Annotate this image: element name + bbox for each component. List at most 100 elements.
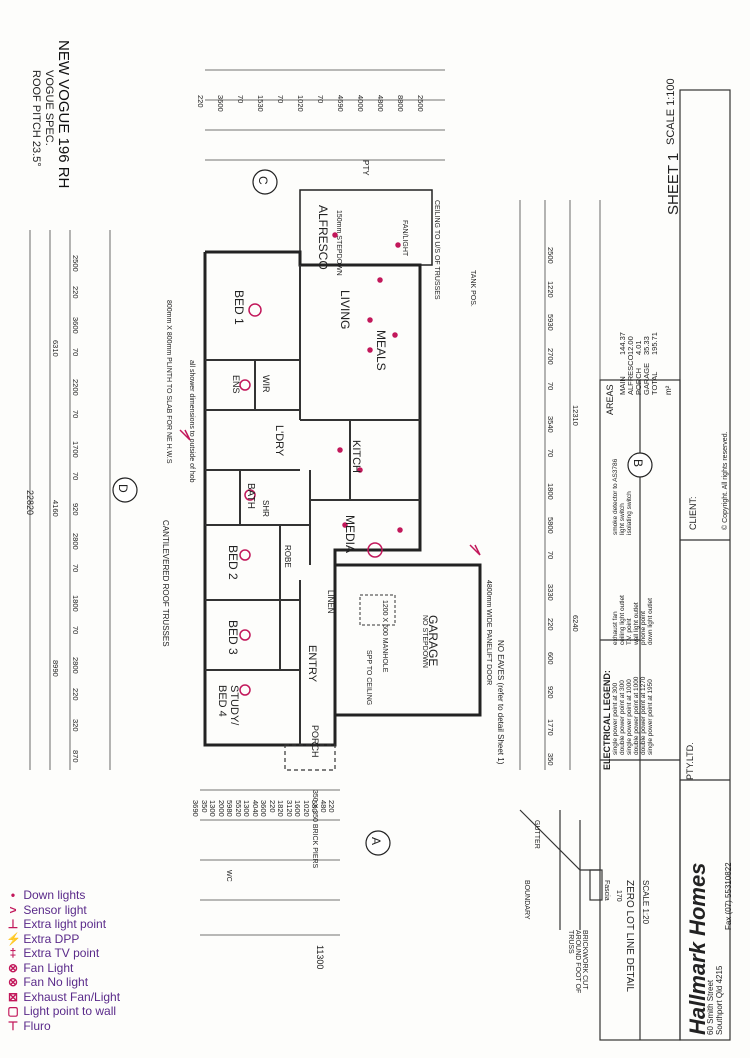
model-name: NEW VOGUE 196 RH <box>55 40 72 189</box>
dimension-label: 220 <box>71 687 80 701</box>
hand-legend-label: Fan Light <box>20 960 74 975</box>
dimension-label: 350 <box>546 753 555 766</box>
dimension-label: 3330 <box>546 584 555 602</box>
dimension-label: 3540 <box>546 415 555 433</box>
dim-overall-width: 11300 <box>315 945 325 970</box>
dimension-label: 2500 <box>416 95 425 112</box>
dimension-label: 70 <box>546 449 555 458</box>
electrical-legend-item: light switch <box>619 503 626 535</box>
dimension-label: 1300 <box>242 800 252 817</box>
dimension-label: 70 <box>236 95 245 104</box>
marker-c: C <box>256 176 270 185</box>
area-label: TOTAL <box>650 371 659 395</box>
room-porch: PORCH <box>310 725 320 758</box>
dimension-label: 70 <box>71 348 80 357</box>
internal-walls <box>205 265 420 745</box>
scale-label: SCALE 1:100 <box>665 78 677 145</box>
light-point-icon: ⊥ <box>7 917 19 931</box>
alfresco-note: 150mm STEPDOWN <box>335 210 342 276</box>
handwritten-legend: • Down lights> Sensor light⊥ Extra light… <box>6 888 196 1033</box>
dimension-label: 2700 <box>546 348 555 365</box>
room-ldry: L'DRY <box>273 425 285 457</box>
dimension-label: 1820 <box>276 800 286 817</box>
dimension-label: 70 <box>546 381 555 391</box>
hand-legend-label: Light point to wall <box>20 1004 117 1018</box>
section-markers <box>112 169 653 856</box>
electrical-legend-item: single power point at 300 <box>612 682 619 755</box>
marker-d: D <box>116 484 130 493</box>
garage-note: NO STEPDOWN <box>421 615 428 668</box>
dimension-label: 5800 <box>546 516 555 534</box>
manhole <box>359 594 396 626</box>
annotation-marks <box>179 232 481 696</box>
chevron-icon: > <box>9 902 17 917</box>
electrical-legend-item: ceiling light outlet <box>619 595 626 645</box>
dimension-label: 12310 <box>571 405 580 426</box>
dimension-label: 3600 <box>259 800 269 817</box>
room-bath: BATH <box>245 483 256 509</box>
dimension-label: 2200 <box>71 378 80 396</box>
roof-pitch-label: ROOF PITCH 23.5° <box>30 70 42 167</box>
dimension-label: 70 <box>71 564 80 573</box>
hand-legend-item: ▢ Light point to wall <box>6 1004 196 1019</box>
dimension-label: 1020 <box>296 95 305 112</box>
electrical-legend-item: double power point at 1000 <box>633 676 640 755</box>
marker-a: A <box>369 837 383 846</box>
dimension-label: 2500 <box>71 255 80 273</box>
dimension-label: 870 <box>71 749 80 763</box>
room-ens: ENS <box>231 375 241 394</box>
note-ceiling: CEILING TO U/S OF TRUSSES <box>433 200 440 300</box>
electrical-legend-item: wall light outlet <box>633 602 640 645</box>
detail-brickwork: BRICKWORK CUT AROUND FOOT OF TRUSS <box>567 930 588 994</box>
dimension-label: 1800 <box>71 595 80 612</box>
hand-legend-label: Exhaust Fan/Light <box>20 989 121 1004</box>
marker-b: B <box>631 459 645 468</box>
electrical-legend-item: double power point at 1270 <box>640 676 647 755</box>
copyright-label: © Copyright. All rights reserved. <box>722 431 729 530</box>
dimension-label: 1770 <box>546 719 555 737</box>
note-shower: all shower dimensions to outside of hob <box>188 360 195 483</box>
house-walls <box>203 189 482 747</box>
company-address1: 60 Smith Street <box>706 979 715 1035</box>
dimension-label: 1220 <box>546 280 555 298</box>
dimension-label: 220 <box>196 95 205 108</box>
note-no-eaves: NO EAVES (refer to detail Sheet 1) <box>496 640 505 765</box>
detail-boundary: BOUNDARY <box>523 880 530 920</box>
detail-dim: 170 <box>615 890 622 902</box>
spec-label: VOGUE SPEC. <box>43 70 55 146</box>
room-living: LIVING <box>338 290 352 330</box>
hand-legend-label: Extra TV point <box>20 946 100 960</box>
dpp-icon: ⚡ <box>6 931 21 946</box>
note-spp: SPP TO CEILING <box>365 650 372 706</box>
dimension-label: 6310 <box>51 340 60 357</box>
room-kitch: KITCH <box>350 440 362 473</box>
dimension-label: 5980 <box>225 800 235 817</box>
sheet-label: SHEET 1 <box>665 152 682 215</box>
areas-heading: AREAS <box>605 384 615 415</box>
hand-legend-item: ‡ Extra TV point <box>6 946 196 961</box>
room-study: STUDY/ BED 4 <box>216 685 240 726</box>
dimension-label: 220 <box>546 618 555 631</box>
room-alfresco: ALFRESCO <box>316 205 330 270</box>
note-cantilevered: CANTILEVERED ROOF TRUSSES <box>161 520 170 647</box>
title-border <box>599 89 731 1041</box>
note-fan-light: FAN/LIGHT <box>401 220 408 257</box>
dim-overall-length: 22820 <box>25 490 35 516</box>
electrical-legend-item: single power point at 1000 <box>626 679 633 755</box>
company-fax: Fax (07) 55310822 <box>724 862 733 930</box>
room-shr: SHR <box>261 500 270 517</box>
hand-legend-item: ⊗ Fan No light <box>6 975 196 990</box>
fluro-icon: ⊤ <box>7 1018 19 1033</box>
electrical-legend-heading: ELECTRICAL LEGEND: <box>602 670 612 770</box>
dimension-lines <box>29 69 601 936</box>
dimension-label: 2800 <box>71 656 80 674</box>
dimension-label: 3600 <box>216 95 225 112</box>
dimension-label: 4690 <box>336 95 345 112</box>
dimension-label: 920 <box>546 685 555 699</box>
hand-legend-label: Fluro <box>20 1018 51 1033</box>
room-wir: WIR <box>261 375 271 393</box>
hand-legend-item: ⚡ Extra DPP <box>6 932 196 947</box>
company-address2: Southport Qld 4215 <box>715 965 724 1035</box>
